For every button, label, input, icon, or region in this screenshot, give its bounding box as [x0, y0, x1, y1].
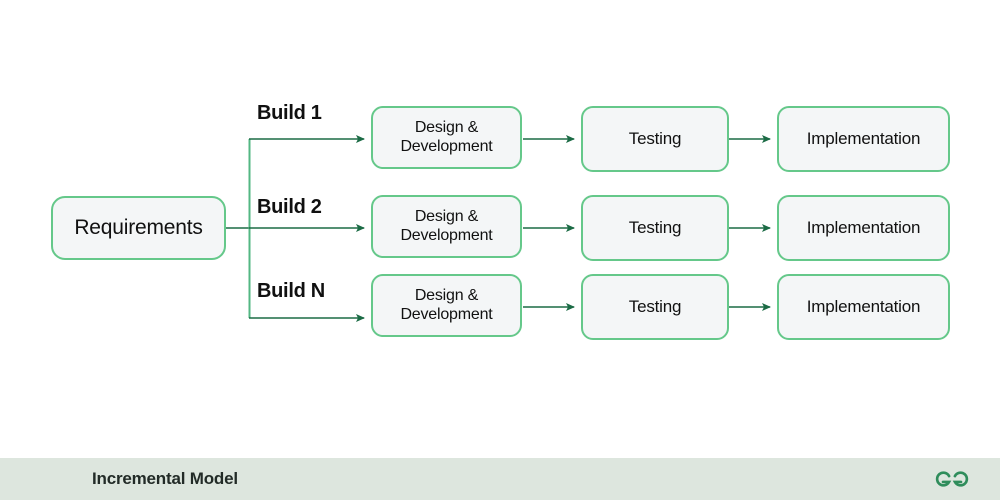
- build-label-3: Build N: [257, 280, 325, 302]
- node-testing-2[interactable]: Testing: [581, 195, 729, 261]
- node-implementation-1[interactable]: Implementation: [777, 106, 950, 172]
- build-label-2: Build 2: [257, 196, 322, 218]
- node-implementation-3[interactable]: Implementation: [777, 274, 950, 340]
- geeksforgeeks-logo: [932, 467, 972, 491]
- footer-bar: Incremental Model: [0, 458, 1000, 500]
- node-requirements[interactable]: Requirements: [51, 196, 226, 260]
- node-implementation-2[interactable]: Implementation: [777, 195, 950, 261]
- footer-caption: Incremental Model: [92, 469, 238, 488]
- node-design-development-3[interactable]: Design & Development: [371, 274, 522, 337]
- build-label-1: Build 1: [257, 102, 322, 124]
- node-design-development-1[interactable]: Design & Development: [371, 106, 522, 169]
- node-testing-1[interactable]: Testing: [581, 106, 729, 172]
- node-testing-3[interactable]: Testing: [581, 274, 729, 340]
- node-design-development-2[interactable]: Design & Development: [371, 195, 522, 258]
